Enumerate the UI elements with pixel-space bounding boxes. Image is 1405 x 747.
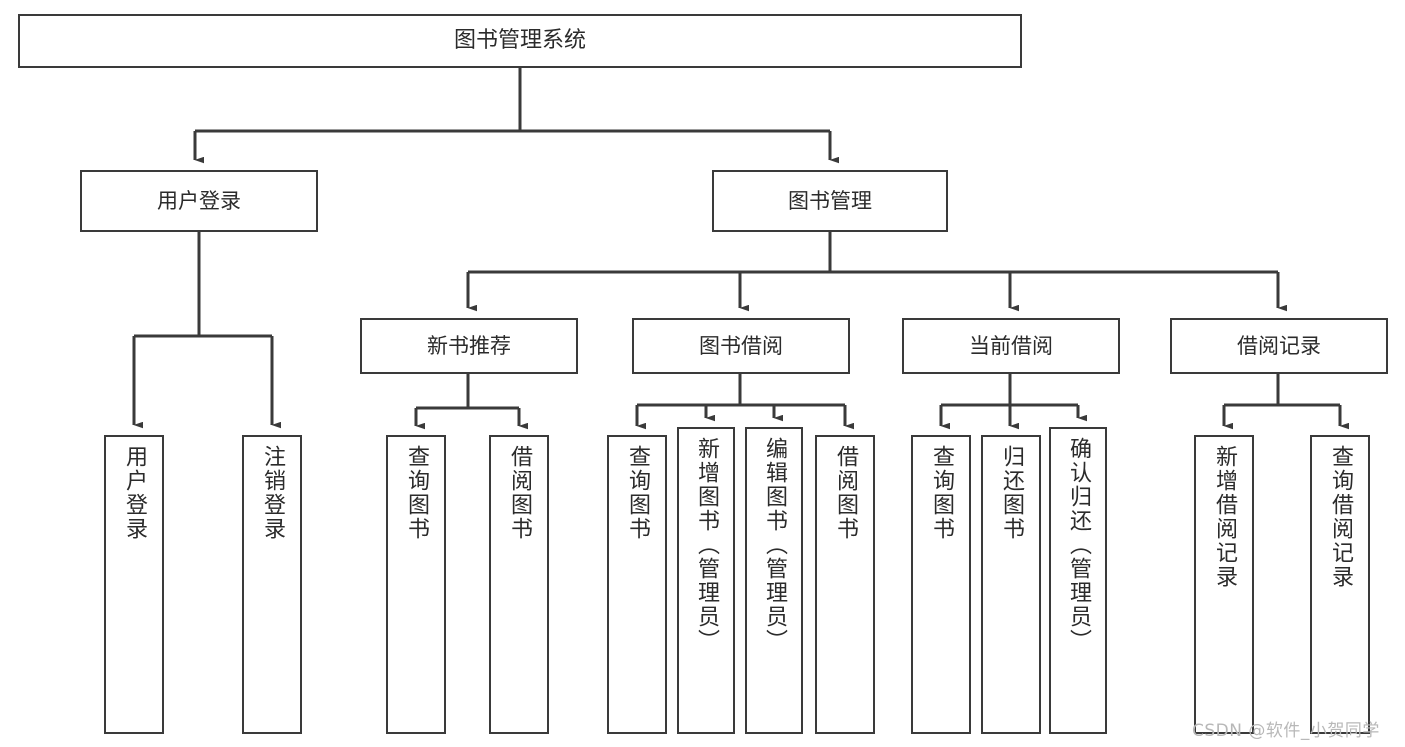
node-label: 编辑图书（管理员） bbox=[762, 437, 787, 653]
leaf-edit-book-admin[interactable]: 编辑图书（管理员） bbox=[745, 427, 803, 734]
node-label: 查询图书 bbox=[404, 445, 429, 541]
node-current-borrowing[interactable]: 当前借阅 bbox=[902, 318, 1120, 374]
node-label: 借阅记录 bbox=[1237, 333, 1321, 358]
leaf-query-books-new-book[interactable]: 查询图书 bbox=[386, 435, 446, 734]
node-label: 图书借阅 bbox=[699, 333, 783, 358]
node-label: 查询图书 bbox=[929, 445, 954, 541]
node-label: 图书管理 bbox=[788, 188, 872, 213]
csdn-watermark: CSDN @软件_小贺同学 bbox=[1192, 721, 1380, 741]
leaf-logout[interactable]: 注销登录 bbox=[242, 435, 302, 734]
node-label: 确认归还（管理员） bbox=[1066, 437, 1091, 653]
leaf-user-login[interactable]: 用户登录 bbox=[104, 435, 164, 734]
node-label: 借阅图书 bbox=[833, 445, 858, 541]
node-new-book-recommendation[interactable]: 新书推荐 bbox=[360, 318, 578, 374]
node-user-login[interactable]: 用户登录 bbox=[80, 170, 318, 232]
leaf-borrow-books-new-book[interactable]: 借阅图书 bbox=[489, 435, 549, 734]
node-label: 图书管理系统 bbox=[453, 28, 586, 54]
node-book-borrowing[interactable]: 图书借阅 bbox=[632, 318, 850, 374]
leaf-query-books-current[interactable]: 查询图书 bbox=[911, 435, 971, 734]
node-label: 当前借阅 bbox=[969, 333, 1053, 358]
leaf-borrow-books-borrow[interactable]: 借阅图书 bbox=[815, 435, 875, 734]
leaf-query-borrow-record[interactable]: 查询借阅记录 bbox=[1310, 435, 1370, 734]
leaf-add-borrow-record[interactable]: 新增借阅记录 bbox=[1194, 435, 1254, 734]
leaf-confirm-return-admin[interactable]: 确认归还（管理员） bbox=[1049, 427, 1107, 734]
node-book-management[interactable]: 图书管理 bbox=[712, 170, 948, 232]
node-label: 归还图书 bbox=[999, 445, 1024, 541]
leaf-add-book-admin[interactable]: 新增图书（管理员） bbox=[677, 427, 735, 734]
node-label: 查询图书 bbox=[625, 445, 650, 541]
node-label: 用户登录 bbox=[157, 188, 241, 213]
node-label: 查询借阅记录 bbox=[1328, 445, 1353, 589]
leaf-query-books-borrow[interactable]: 查询图书 bbox=[607, 435, 667, 734]
node-borrowing-records[interactable]: 借阅记录 bbox=[1170, 318, 1388, 374]
node-label: 借阅图书 bbox=[507, 445, 532, 541]
node-label: 新书推荐 bbox=[427, 333, 511, 358]
node-label: 注销登录 bbox=[260, 445, 285, 541]
node-label: 新增图书（管理员） bbox=[694, 437, 719, 653]
leaf-return-books[interactable]: 归还图书 bbox=[981, 435, 1041, 734]
node-label: 新增借阅记录 bbox=[1212, 445, 1237, 589]
node-label: 用户登录 bbox=[122, 445, 147, 541]
node-root-book-management-system[interactable]: 图书管理系统 bbox=[18, 14, 1022, 68]
